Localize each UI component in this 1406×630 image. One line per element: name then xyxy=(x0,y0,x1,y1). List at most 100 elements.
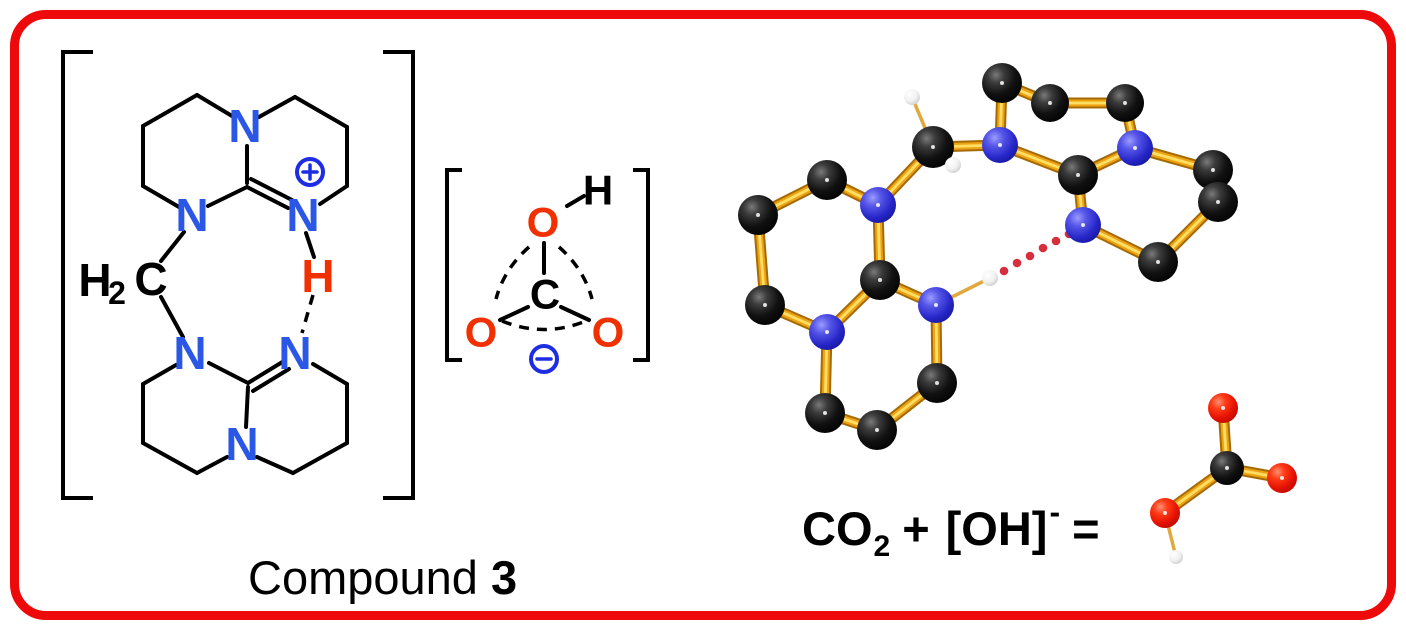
hbond-dot xyxy=(1025,251,1035,261)
minus-charge xyxy=(529,344,559,374)
c-atom-specular xyxy=(878,278,882,282)
n-atom-specular xyxy=(1133,146,1137,150)
bracket-group xyxy=(61,50,650,500)
subscript-label: 2 xyxy=(108,275,126,311)
carbon-label: C xyxy=(530,271,560,318)
cation-bracket-left xyxy=(61,50,93,500)
atom-sphere-group-3d xyxy=(738,63,1297,564)
bond-2d xyxy=(255,455,295,475)
equation-hydroxide-charge: - xyxy=(1049,494,1061,530)
equation-plus: + xyxy=(902,502,930,555)
hbond-dot xyxy=(999,266,1009,276)
caption-text: Compound xyxy=(248,551,478,604)
bond-2d xyxy=(498,305,530,322)
c-atom-specular xyxy=(1048,101,1052,105)
hydrogen-label: H xyxy=(78,254,111,306)
bond-2d xyxy=(245,185,290,210)
resonance-dash-left xyxy=(494,245,531,300)
hbond-dot xyxy=(1012,258,1022,268)
resonance-dash-bottom xyxy=(501,319,587,332)
bond-2d xyxy=(249,177,294,202)
bond-2d xyxy=(244,385,250,429)
carbon-label: C xyxy=(134,253,167,305)
dashed-bond-group-2d xyxy=(300,245,594,334)
c-atom-specular xyxy=(1156,260,1160,264)
bond-2d xyxy=(141,93,199,128)
bond-2d xyxy=(141,441,199,475)
bond-2d xyxy=(246,359,286,385)
bond-2d xyxy=(304,231,316,259)
nitrogen-label: N xyxy=(286,189,319,241)
bond-2d xyxy=(159,230,186,263)
n-atom-specular xyxy=(934,303,938,307)
bond-2d xyxy=(559,305,591,322)
bond-2d xyxy=(206,185,249,208)
c-atom-specular xyxy=(1225,466,1229,470)
oxygen-label: O xyxy=(527,199,560,246)
c-atom-specular xyxy=(931,145,935,149)
nitrogen-label: N xyxy=(228,100,261,152)
acidic-hydrogen-label: H xyxy=(301,250,334,302)
equation-hydroxide: [OH] xyxy=(945,502,1048,555)
c-atom-specular xyxy=(1211,168,1215,172)
c-atom-specular xyxy=(875,428,879,432)
bond-2d xyxy=(195,93,234,118)
n-atom-specular xyxy=(876,203,880,207)
c-atom-specular xyxy=(1216,200,1220,204)
n-atom-specular xyxy=(825,330,829,334)
h-atom-3d xyxy=(904,89,920,105)
bond-2d xyxy=(141,184,181,209)
o-atom-specular xyxy=(1163,511,1167,515)
oxygen-label: O xyxy=(465,309,498,356)
bond-2d xyxy=(257,95,297,119)
hbond-dot xyxy=(1051,236,1061,246)
o-atom-specular xyxy=(1280,476,1284,480)
charge-symbol-group xyxy=(295,157,559,374)
o-atom-specular xyxy=(1221,406,1225,410)
bond-2d xyxy=(195,455,229,475)
cation-bracket-right xyxy=(383,50,415,500)
h-atom-3d xyxy=(945,157,961,173)
h-atom-3d xyxy=(982,270,998,286)
c-atom-specular xyxy=(1123,101,1127,105)
nitrogen-label: N xyxy=(278,327,311,379)
bond-2d xyxy=(141,363,178,386)
oxygen-label: O xyxy=(592,309,625,356)
resonance-dash-right xyxy=(557,245,594,300)
minus-charge-circle xyxy=(529,344,559,374)
n-atom-specular xyxy=(1081,223,1085,227)
hydrogen-bond-dots-3d xyxy=(999,229,1074,276)
hbond-dot xyxy=(1038,243,1048,253)
nitrogen-label: N xyxy=(173,327,206,379)
nitrogen-label: N xyxy=(175,189,208,241)
c-atom-specular xyxy=(1000,81,1004,85)
reaction-equation: CO2 + [OH]-= xyxy=(802,494,1100,564)
bond-2d xyxy=(311,362,349,386)
caption-number: 3 xyxy=(490,551,518,604)
bond-2d xyxy=(293,95,349,129)
bond-2d xyxy=(251,367,291,393)
equation-equals: = xyxy=(1072,502,1100,555)
c-atom-specular xyxy=(825,178,829,182)
equation-co2-subscript: 2 xyxy=(873,530,891,563)
bond-2d xyxy=(565,194,586,208)
equation-co2: CO xyxy=(802,502,873,555)
c-atom-specular xyxy=(763,303,767,307)
hydrogen-bond-2d xyxy=(300,294,315,334)
plus-charge xyxy=(295,157,325,187)
bond-group-2d xyxy=(141,93,591,475)
h-atom-3d xyxy=(1169,550,1183,564)
bond-2d xyxy=(318,184,349,206)
n-atom-specular xyxy=(998,143,1002,147)
c-atom-specular xyxy=(1076,173,1080,177)
c-atom-specular xyxy=(756,213,760,217)
anion-bracket-left xyxy=(445,168,462,362)
bond-2d xyxy=(159,295,185,339)
hydrogen-label: H xyxy=(583,167,613,214)
bond-2d xyxy=(291,441,349,475)
c-atom-specular xyxy=(823,411,827,415)
